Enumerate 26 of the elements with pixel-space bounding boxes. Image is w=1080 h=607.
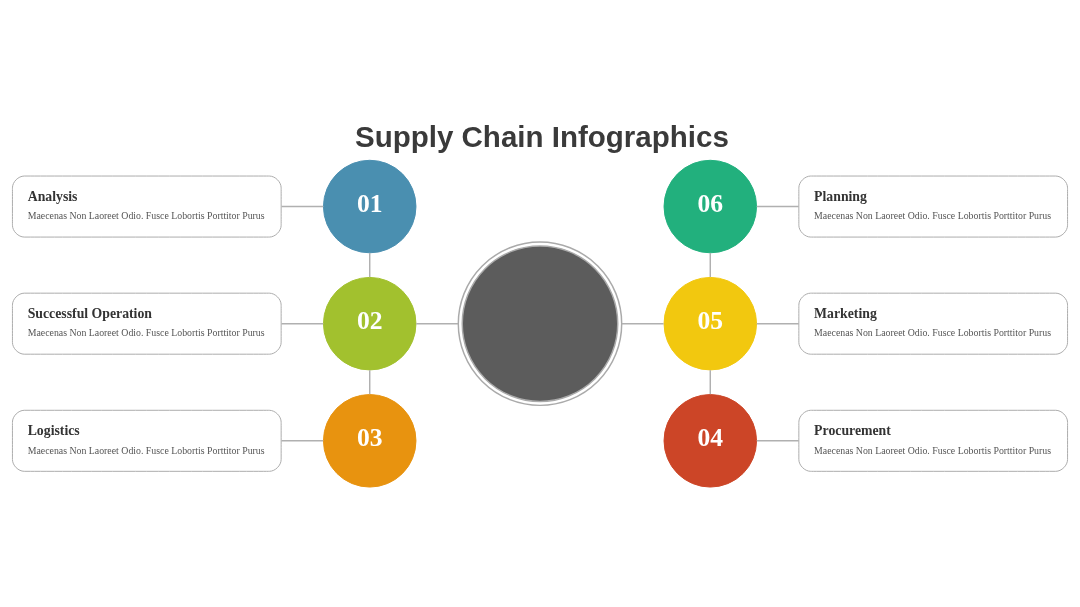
connector (415, 322, 459, 325)
node-box: Procurement Maecenas Non Laoreet Odio. Fusce Lobortis Porttitor Purus (798, 409, 1069, 472)
connector (280, 322, 324, 325)
connector (280, 205, 324, 208)
node-circle: 06 (663, 159, 758, 254)
connector (280, 440, 324, 442)
connector (621, 322, 665, 325)
connector (756, 322, 800, 325)
node-circle: 04 (663, 394, 758, 488)
node-circle (457, 241, 623, 407)
node-box: Marketing Maecenas Non Laoreet Odio. Fusce Lobortis Porttitor Purus (798, 292, 1069, 355)
node-box: Planning Maecenas Non Laoreet Odio. Fusce Lobortis Porttitor Purus (798, 175, 1069, 238)
node-circle: 01 (322, 159, 417, 254)
node-box: Successful Operation Maecenas Non Laoreet Odio. Fusce Lobortis Porttitor Purus (11, 292, 282, 355)
node-box: Logistics Maecenas Non Laoreet Odio. Fusce Lobortis Porttitor Purus (11, 409, 282, 472)
node-circle: 03 (322, 394, 417, 488)
connector (709, 252, 711, 278)
connector (369, 252, 371, 278)
node-box: Analysis Maecenas Non Laoreet Odio. Fusce Lobortis Porttitor Purus (11, 175, 282, 238)
connector (709, 369, 711, 395)
connector (369, 369, 371, 395)
connector (756, 440, 800, 442)
node-circle: 02 (322, 276, 417, 371)
node-circle: 05 (663, 276, 758, 371)
connector (756, 205, 800, 208)
diagram-title: Supply Chain Infographics (354, 119, 729, 153)
